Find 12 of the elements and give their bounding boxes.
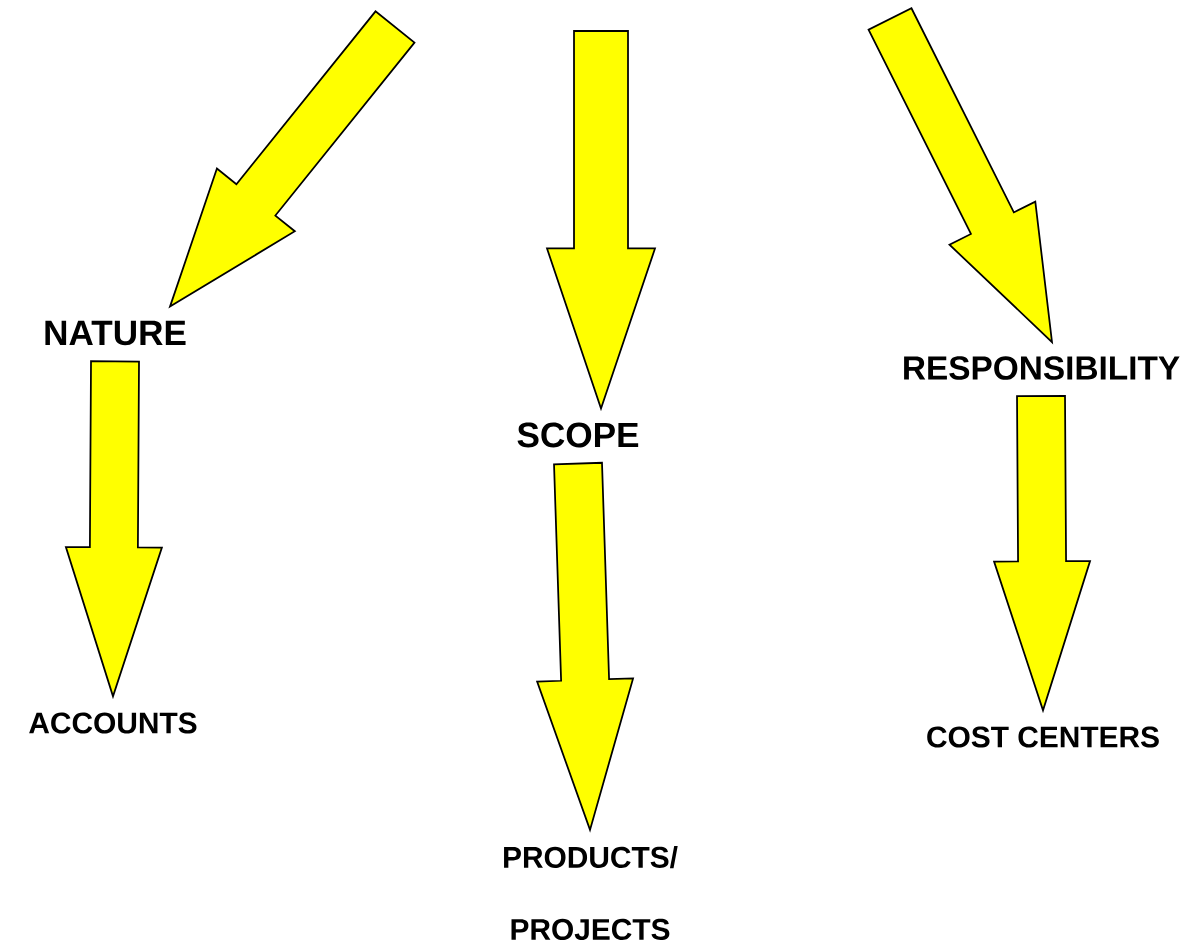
category-label: RESPONSIBILITY xyxy=(904,356,1180,380)
item-label: PRODUCTS/ PROJECTS xyxy=(504,846,678,940)
block-arrow xyxy=(992,394,1092,714)
item-label: COST CENTERS xyxy=(927,726,1159,748)
item-label: ACCOUNTS xyxy=(29,712,197,734)
block-arrow xyxy=(867,7,1054,345)
block-arrow xyxy=(168,10,416,309)
block-arrow xyxy=(545,30,657,412)
category-label: SCOPE xyxy=(517,422,639,448)
block-arrow xyxy=(535,461,635,833)
block-arrow xyxy=(64,360,164,700)
category-label: NATURE xyxy=(45,320,186,346)
